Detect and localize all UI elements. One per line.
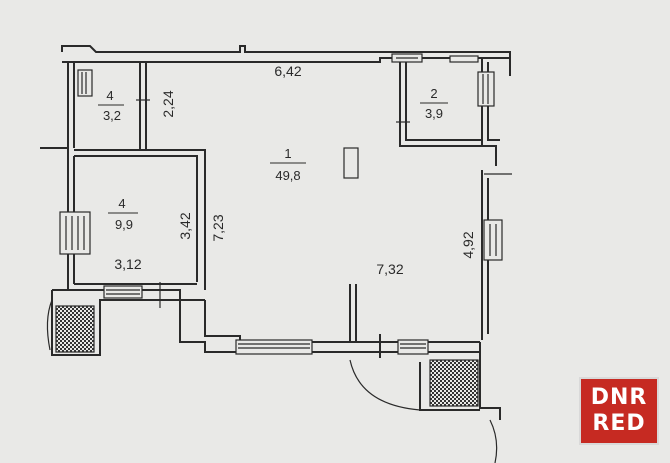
room-2-label: 2 3,9 xyxy=(420,86,448,121)
dimension-room4-large-depth: 3,42 xyxy=(177,212,193,239)
dimension-room4-large-width: 3,12 xyxy=(114,256,141,272)
windows xyxy=(59,53,503,355)
dimension-room4-small-depth: 2,24 xyxy=(160,90,176,117)
room-4-small-number: 4 xyxy=(106,88,113,103)
room-1-label: 1 49,8 xyxy=(270,146,306,183)
room-4-large-number: 4 xyxy=(118,196,125,211)
dimension-ticks xyxy=(136,99,512,308)
watermark-line-1: DNR xyxy=(590,385,648,410)
dimension-top-width: 6,42 xyxy=(274,63,301,79)
room-2-number: 2 xyxy=(430,86,437,101)
dnr-red-watermark-logo: DNR RED xyxy=(579,377,659,445)
room-4-large-area: 9,9 xyxy=(115,217,133,232)
room-1-number: 1 xyxy=(284,146,291,161)
room-1-area: 49,8 xyxy=(275,168,300,183)
dimension-right-height: 4,92 xyxy=(460,231,476,258)
dimension-bottom-width: 7,32 xyxy=(376,261,403,277)
watermark-line-2: RED xyxy=(592,411,646,436)
dimension-left-height: 7,23 xyxy=(210,214,226,241)
column-left xyxy=(55,305,95,353)
column-right xyxy=(429,359,479,407)
room-2-area: 3,9 xyxy=(425,106,443,121)
room-4-large-label: 4 9,9 xyxy=(108,196,138,232)
walls xyxy=(40,45,511,463)
room-4-small-area: 3,2 xyxy=(103,108,121,123)
room-4-small-label: 4 3,2 xyxy=(98,88,124,123)
